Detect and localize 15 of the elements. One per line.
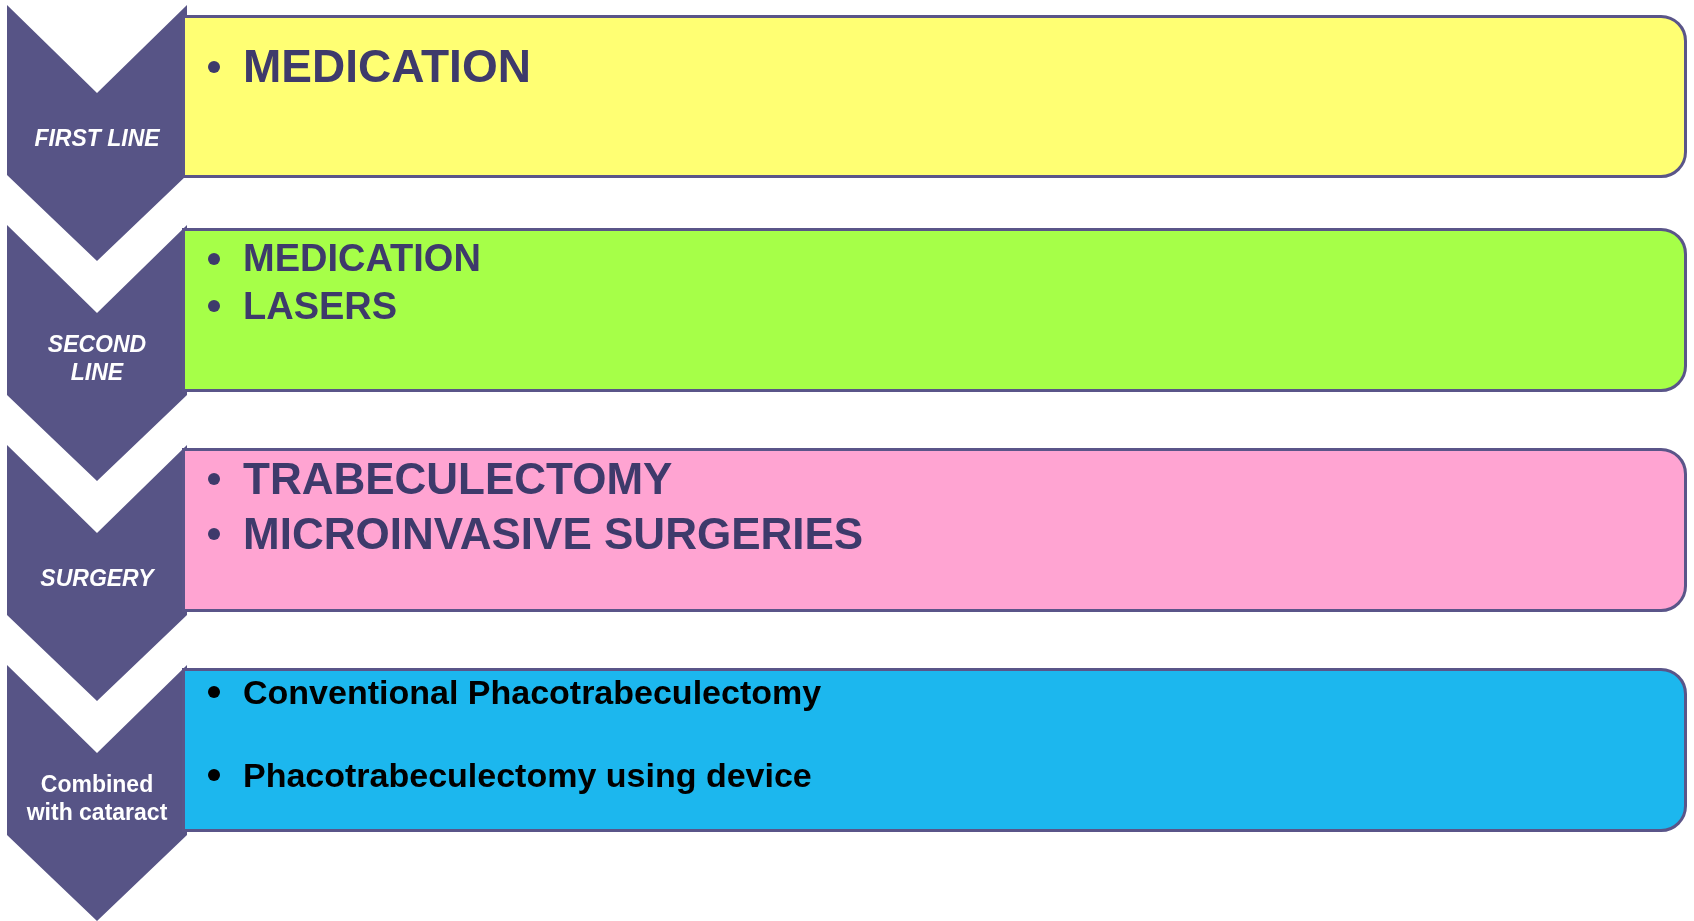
bullet-text: LASERS [243,283,398,329]
option-box [182,448,1687,612]
stage-label: SURGERY [39,563,156,592]
bullet-text: MICROINVASIVE SURGERIES [243,508,864,560]
bullet-text: Phacotrabeculectomy using device [243,754,812,796]
bullet-text: TRABECULECTOMY [243,453,673,505]
stage-label: FIRST LINE [33,123,161,152]
option-box [182,228,1687,392]
stage-label: Combined with cataract [25,769,169,826]
bullet-text: MEDICATION [243,39,531,94]
bullet-text: MEDICATION [243,236,481,281]
bullet-text: Conventional Phacotrabeculectomy [243,672,822,713]
stage-label: SECOND LINE [46,329,148,386]
option-box [182,668,1687,832]
option-box [182,15,1687,178]
